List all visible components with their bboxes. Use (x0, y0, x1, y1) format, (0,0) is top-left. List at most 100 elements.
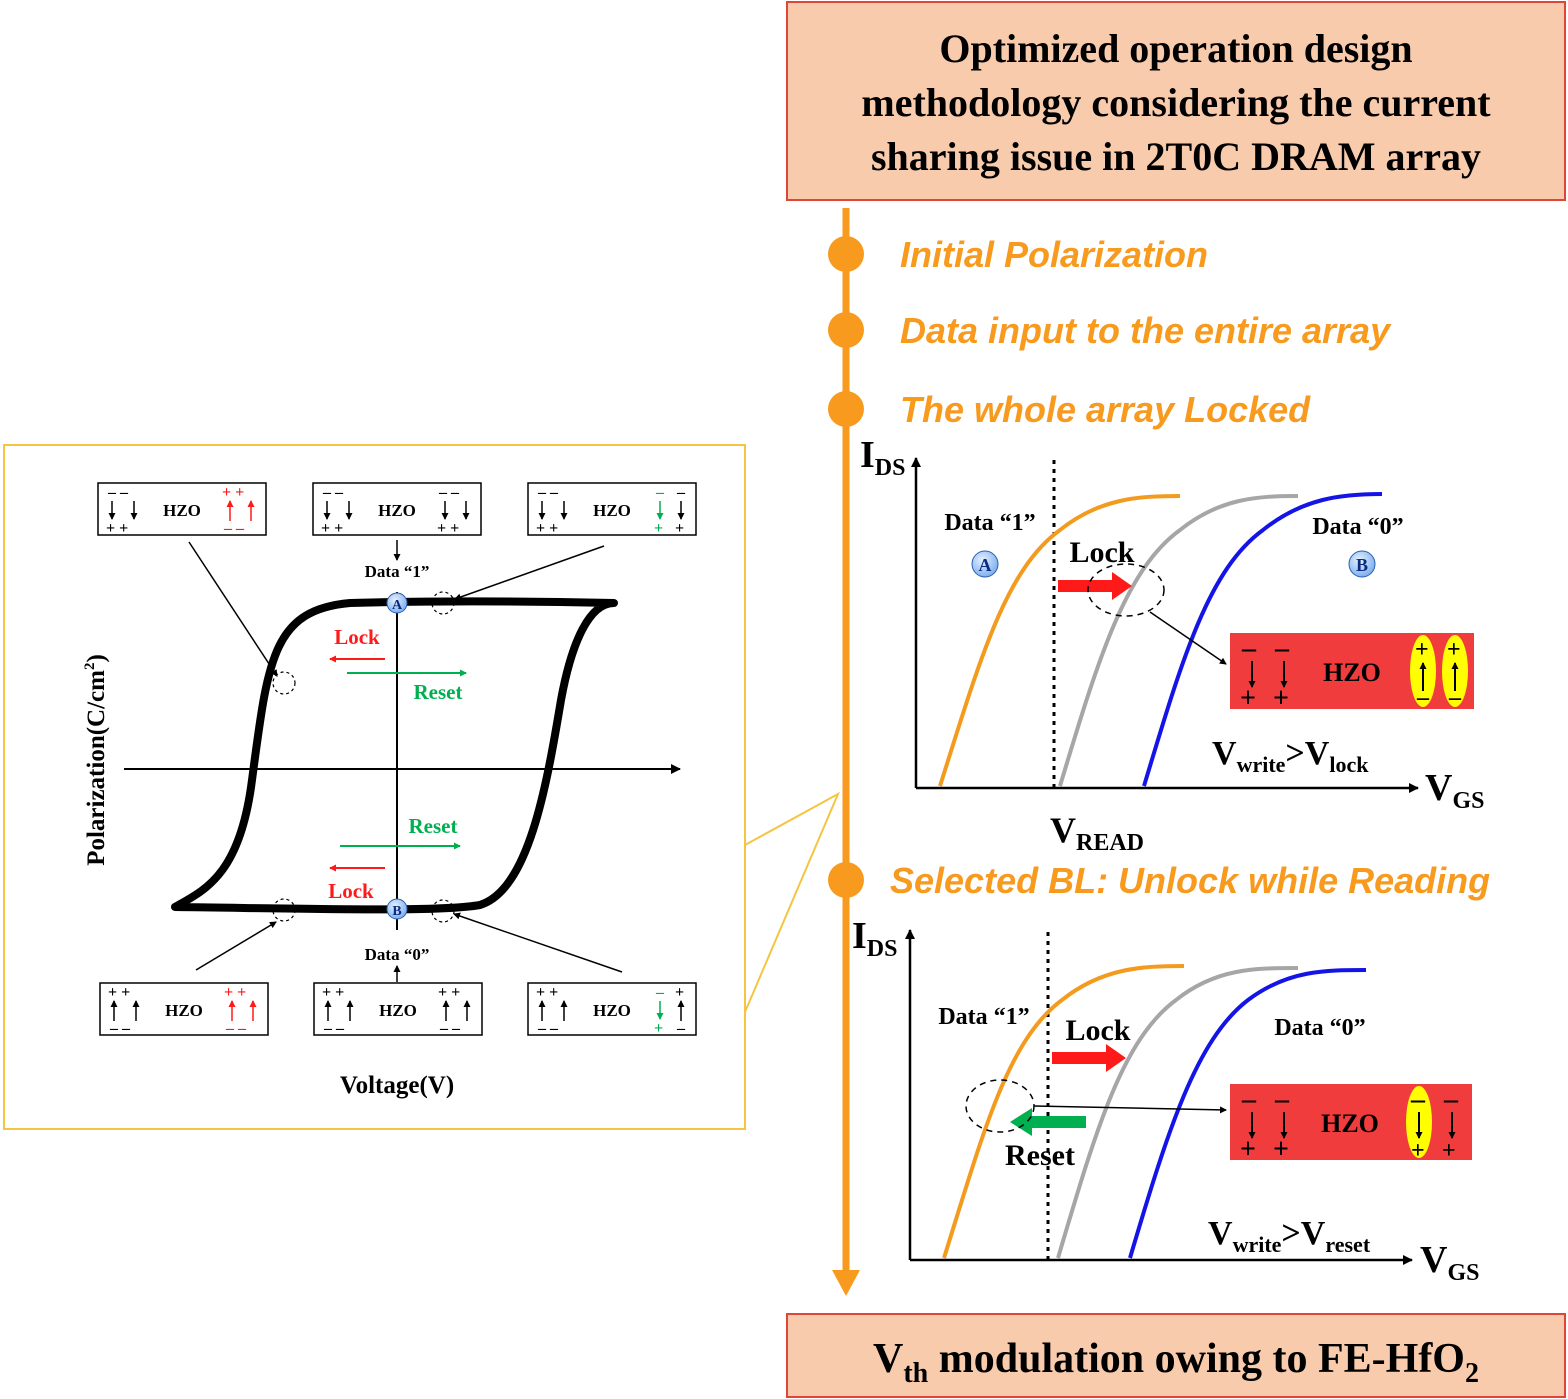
hzo-box-bottom-middle: + + – – HZO + + – – (313, 982, 483, 1037)
title-line-1: Optimized operation design (939, 26, 1412, 71)
bottom-box-frame (786, 1313, 1566, 1398)
svg-text:–: – (1443, 1084, 1459, 1115)
svg-text:+: + (675, 520, 684, 537)
svg-text:+ +: + + (322, 984, 344, 1001)
top-point-b-marker (1348, 550, 1376, 578)
svg-text:–: – (1416, 685, 1430, 711)
hyst-data0-label: Data “0” (365, 945, 430, 964)
pointer-box1 (188, 541, 278, 677)
svg-text:–: – (1448, 685, 1462, 711)
svg-text:–: – (1274, 633, 1290, 664)
hyst-lock-lower-label: Lock (328, 879, 374, 903)
bottom-graph-y-label: IDS (852, 915, 897, 962)
top-dashed-circle (1087, 563, 1165, 617)
top-hzo-box: – – + + HZO + + – – (1230, 633, 1474, 714)
svg-text:– –: – – (323, 1020, 345, 1037)
step-array-locked: The whole array Locked (900, 389, 1311, 430)
ids-vgs-graph-bottom: IDS VGS Data “1” Data “0” Lock Reset – –… (852, 915, 1479, 1286)
timeline-arrowhead (832, 1270, 860, 1296)
svg-text:HZO: HZO (378, 501, 416, 520)
svg-text:+ +: + + (222, 484, 244, 501)
bottom-reset-arrow (1010, 1108, 1086, 1136)
step-unlock-reading: Selected BL: Unlock while Reading (890, 860, 1490, 901)
bottom-curve-shifted (1056, 966, 1299, 1259)
bottom-condition-label: Vwrite>Vreset (1208, 1215, 1371, 1257)
svg-text:HZO: HZO (165, 1001, 203, 1020)
top-point-a-marker (971, 550, 999, 578)
marker-circle-right-bottom (431, 899, 455, 923)
svg-text:+ +: + + (224, 984, 246, 1001)
point-a-label: A (392, 598, 403, 613)
svg-text:+ +: + + (438, 984, 460, 1001)
svg-text:+ +: + + (536, 984, 558, 1001)
svg-text:+: + (1240, 683, 1256, 714)
callout-connector (744, 791, 841, 1013)
title-box-frame (786, 1, 1566, 201)
bottom-box-text: Vth modulation owing to FE-HfO2 (873, 1336, 1479, 1389)
bottom-data0-label: Data “0” (1274, 1015, 1365, 1041)
svg-text:HZO: HZO (1323, 658, 1381, 687)
hzo-box-top-middle: – – + + HZO – – + + (312, 482, 482, 537)
top-graph-x-label: VGS (1425, 767, 1484, 814)
hysteresis-panel: A B Data “1” Data “0” Lock Reset Reset L… (82, 482, 697, 1099)
svg-text:–: – (1241, 1084, 1257, 1115)
svg-text:+: + (675, 984, 684, 1001)
svg-text:– –: – – (438, 484, 460, 501)
bottom-lock-arrow (1052, 1044, 1126, 1072)
svg-text:+: + (1442, 1138, 1456, 1164)
top-data1-label: Data “1” (944, 510, 1035, 536)
point-a-marker (386, 592, 408, 614)
svg-text:HZO: HZO (163, 501, 201, 520)
top-pointer-to-hzo (1149, 611, 1227, 665)
svg-text:+: + (654, 520, 663, 537)
hyst-data1-label: Data “1” (365, 562, 430, 581)
marker-circle-right-top (431, 591, 455, 615)
svg-text:+: + (1415, 637, 1429, 663)
svg-text:– –: – – (109, 1020, 131, 1037)
svg-text:– –: – – (537, 1020, 559, 1037)
top-lock-label: Lock (1069, 536, 1134, 569)
hzo-box-top-left: – – + + HZO + + – – (97, 482, 267, 537)
bottom-data1-label: Data “1” (938, 1004, 1029, 1030)
top-curve-shifted (1058, 494, 1299, 787)
svg-text:+ +: + + (437, 520, 459, 537)
bottom-graph-x-label: VGS (1420, 1239, 1479, 1286)
pointer-box6 (453, 912, 623, 973)
top-data0-label: Data “0” (1312, 514, 1403, 540)
svg-text:–: – (655, 484, 665, 501)
svg-text:HZO: HZO (379, 1001, 417, 1020)
hzo-box-bottom-right: + + – – HZO – + + – (527, 982, 697, 1037)
ids-vgs-graph-top: IDS VGS VREAD Data “1” Data “0” A B Lock… (860, 434, 1484, 856)
svg-text:– –: – – (439, 1020, 461, 1037)
pointer-box4 (195, 921, 277, 971)
bottom-box: Vth modulation owing to FE-HfO2 (786, 1313, 1566, 1398)
svg-text:+: + (1273, 683, 1289, 714)
timeline: Initial Polarization Data input to the e… (828, 208, 1490, 1296)
svg-text:– –: – – (223, 520, 245, 537)
svg-text:+: + (1447, 637, 1461, 663)
svg-text:– –: – – (107, 484, 129, 501)
point-b-label: B (392, 904, 401, 919)
hyst-y-axis-label: Polarization(C/cm2) (82, 654, 110, 866)
top-point-b-label: B (1356, 555, 1368, 575)
hzo-box-bottom-left: + + – – HZO + + – – (99, 982, 269, 1037)
hzo-box-top-right: – – + + HZO – + – + (527, 482, 697, 537)
marker-circle-left-top (272, 671, 296, 695)
svg-text:+ +: + + (106, 520, 128, 537)
svg-text:HZO: HZO (1321, 1109, 1379, 1138)
timeline-dot-2 (828, 312, 864, 348)
bottom-curve-data0 (1128, 968, 1367, 1259)
svg-text:+: + (1240, 1134, 1256, 1165)
svg-text:+: + (1411, 1138, 1425, 1164)
timeline-dot-1 (828, 236, 864, 272)
svg-text:– –: – – (537, 484, 559, 501)
top-lock-arrow (1058, 572, 1132, 600)
top-curve-data0 (1142, 492, 1383, 787)
svg-text:+ +: + + (536, 520, 558, 537)
svg-text:HZO: HZO (593, 1001, 631, 1020)
top-graph-vread-label: VREAD (1050, 810, 1144, 856)
timeline-dot-4 (828, 862, 864, 898)
bottom-curve-data1 (942, 964, 1185, 1259)
top-curve-data1 (938, 494, 1181, 787)
svg-text:–: – (676, 484, 686, 501)
